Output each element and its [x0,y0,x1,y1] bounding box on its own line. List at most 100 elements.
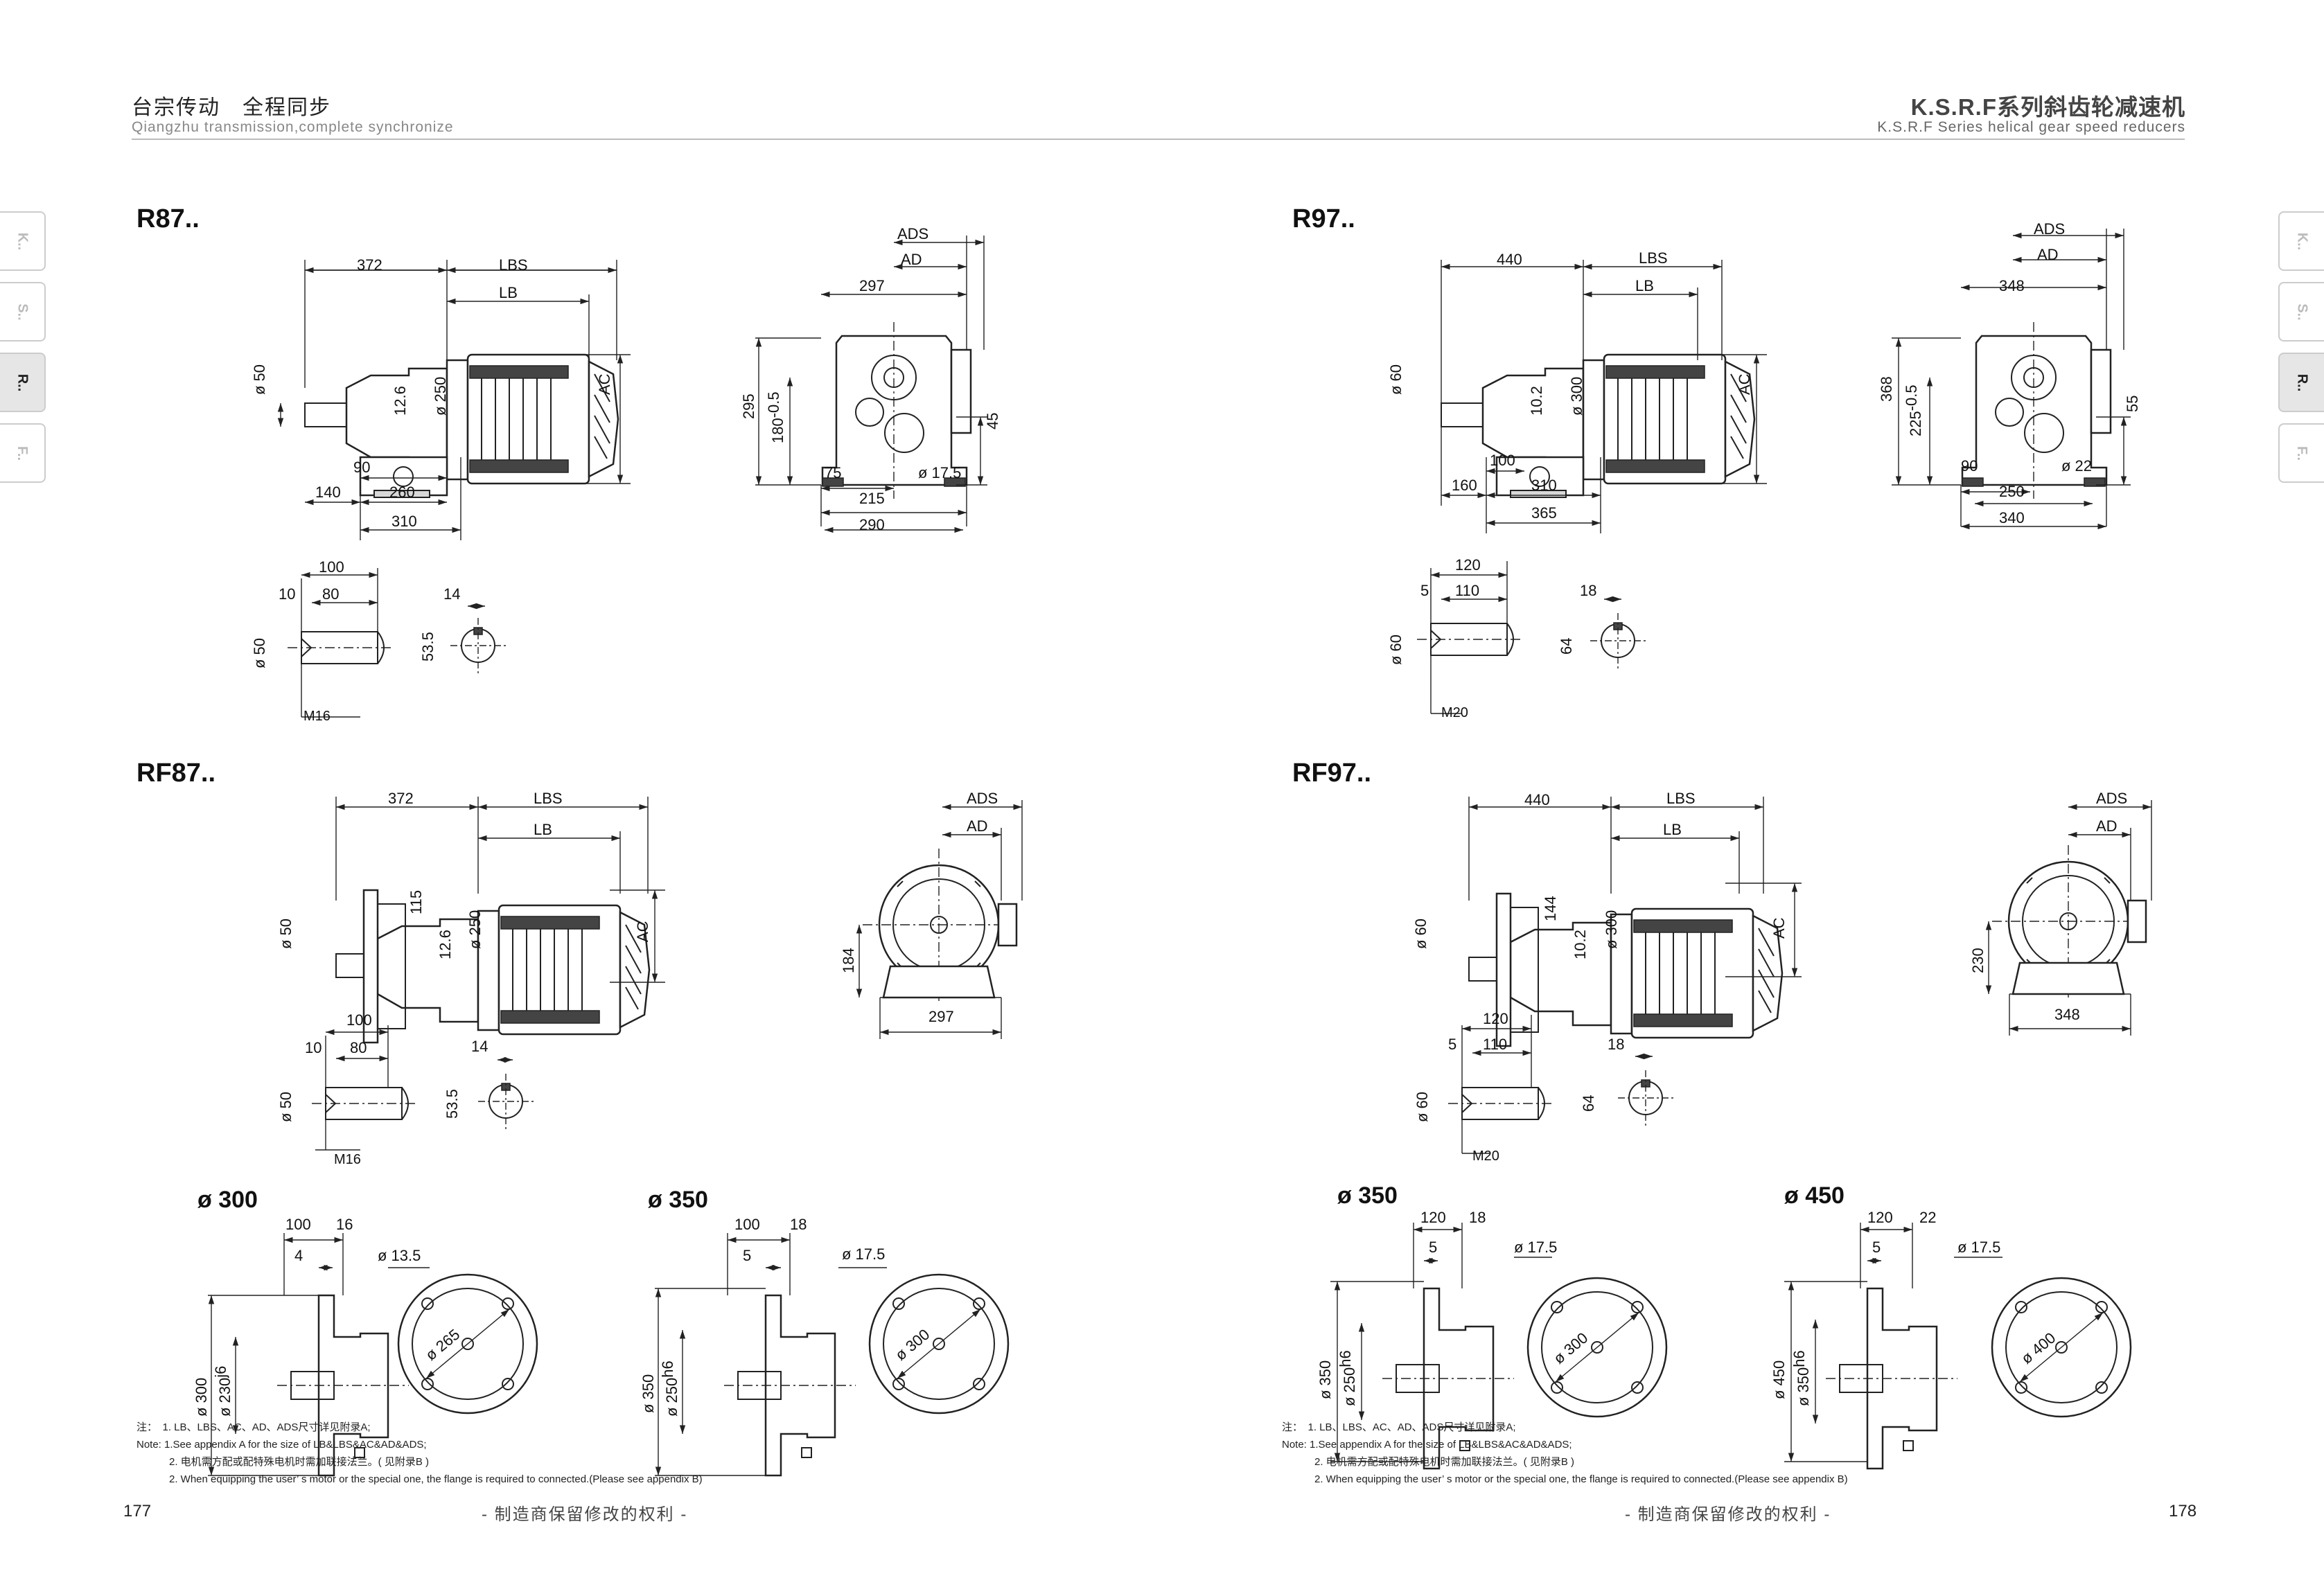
tab-k-left[interactable]: K.. [0,211,46,271]
tab-f-left[interactable]: F.. [0,423,46,483]
rf87-shaft-10: 10 [305,1039,322,1056]
tab-k-right[interactable]: K.. [2278,211,2324,271]
rf87-dim-shaft: ø 50 [277,919,294,949]
tab-r-right[interactable]: R.. [2278,353,2324,412]
r97-shaft-110: 110 [1455,582,1479,599]
r97-dim-440: 440 [1497,251,1522,268]
flange-300-front [398,1275,537,1413]
rf97-shaft-18: 18 [1608,1036,1624,1053]
rf97-dim-348: 348 [2054,1006,2080,1023]
note-line: 注： 1. LB、LBS、AC、AD、ADS尺寸详见附录A; [137,1421,371,1433]
r87-dim-shaft: ø 50 [251,364,268,395]
rf87-shaft-100: 100 [346,1011,372,1029]
rf87-dim-372: 372 [388,790,414,807]
rf97-shaft-m20: M20 [1472,1149,1499,1164]
footer-left: - 制造商保留修改的权利 - [482,1505,688,1524]
tab-s-right[interactable]: S.. [2278,282,2324,342]
r97-dim-365: 365 [1531,504,1557,522]
r97-dim-250: 250 [1999,483,2025,500]
flange350r-dim-350: ø 350 [1317,1360,1334,1399]
r97-dim-90: 90 [1961,457,1978,475]
r97-dim-55: 55 [2124,396,2141,412]
r97-dim-340: 340 [1999,509,2025,526]
rf87-shaft-dia: ø 50 [277,1092,294,1122]
flange350-dim-250: ø 250h6 [659,1360,680,1417]
flange-450-front [1992,1278,2131,1417]
flange350r-dim-250: ø 250h6 [1337,1350,1358,1406]
r97-shaft-m20: M20 [1441,705,1468,720]
rf97-dim-ac: AC [1770,917,1788,939]
rf97-shaft-5: 5 [1448,1036,1456,1053]
note-line: 2. 电机需方配或配特殊电机时需加联接法兰。( 见附录B ) [1314,1456,1575,1468]
r87-shaft-10: 10 [279,585,295,603]
rf97-dim-lbs: LBS [1666,790,1696,807]
r87-dim-75: 75 [825,464,841,481]
r97-side-dims [1441,260,1767,533]
tab-r-left[interactable]: R.. [0,353,46,412]
rf97-side-view [1468,892,1784,1047]
r97-dim-ad: AD [2037,246,2059,263]
rf97-dim-300: ø 300 [1603,910,1620,949]
flange450-dim-22: 22 [1919,1209,1936,1226]
flange350-dim-100: 100 [734,1216,760,1233]
r97-dim-225: 225-0.5 [1903,384,1924,436]
section-title-rf87: RF87.. [137,759,216,788]
tab-s-left[interactable]: S.. [0,282,46,342]
r87-dim-250: ø 250 [432,377,449,416]
r87-dim-180: 180-0.5 [765,391,786,443]
rf87-shaft-m16: M16 [334,1152,361,1167]
flange350r-dim-120: 120 [1420,1209,1446,1226]
r97-dim-102: 10.2 [1528,386,1545,416]
footer-right: - 制造商保留修改的权利 - [1625,1505,1831,1524]
r87-side-view [303,353,619,499]
r97-dim-shaft: ø 60 [1387,364,1405,395]
rf87-dim-250: ø 250 [466,910,484,949]
r97-dim-368: 368 [1878,376,1895,402]
r87-dim-45: 45 [984,413,1001,429]
page-number-right: 178 [2169,1502,2197,1520]
note-line: 2. When equipping the user’ s motor or t… [169,1473,703,1485]
r87-dim-lbs: LBS [499,256,528,274]
r87-side-dims [277,260,631,540]
rf97-shaft-64: 64 [1580,1095,1597,1112]
r87-dim-290: 290 [859,516,885,533]
r87-shaft-dia: ø 50 [251,638,268,668]
rf87-dim-ad: AD [967,817,988,835]
r97-shaft-64: 64 [1558,638,1575,655]
r97-side-view [1440,353,1756,499]
r87-shaft-100: 100 [319,558,344,576]
rf87-dim-297: 297 [928,1008,954,1025]
rf87-dim-lbs: LBS [534,790,563,807]
rf87-end-view [861,847,1018,1002]
r97-dim-160: 160 [1452,477,1477,494]
rf97-dim-144: 144 [1542,896,1559,921]
flange-350-front [870,1275,1008,1413]
flange-350-side [723,1294,857,1477]
note-line: Note: 1.See appendix A for the size of L… [1282,1439,1572,1451]
rf97-dim-ads: ADS [2096,790,2127,807]
rf97-dim-440: 440 [1524,791,1550,808]
tab-f-right[interactable]: F.. [2278,423,2324,483]
section-title-flange-350-r: ø 350 [1337,1182,1398,1209]
flange300-dim-100: 100 [285,1216,311,1233]
note-line: 2. 电机需方配或配特殊电机时需加联接法兰。( 见附录B ) [169,1456,430,1468]
r87-shaft-535: 53.5 [419,632,437,662]
section-title-r87: R87.. [137,204,200,233]
section-title-flange-450: ø 450 [1784,1182,1845,1209]
r97-dim-ads: ADS [2034,220,2065,238]
rf97-dim-230: 230 [1969,948,1987,973]
rf87-dim-ads: ADS [967,790,998,807]
flange300-dim-135: ø 13.5 [378,1247,421,1264]
header-title: K.S.R.F系列斜齿轮减速机 [1910,94,2185,120]
section-title-rf97: RF97.. [1292,759,1372,788]
r97-shaft-5: 5 [1420,582,1429,599]
flange-350r-front [1528,1278,1666,1417]
r97-dim-310: 310 [1531,477,1557,494]
header-rule [132,139,2185,140]
flange350-dim-5: 5 [743,1247,751,1264]
r97-dim-300: ø 300 [1568,377,1585,416]
r97-shaft-120: 120 [1455,556,1481,574]
r87-dim-372: 372 [357,256,382,274]
r97-dim-lb: LB [1635,277,1654,294]
